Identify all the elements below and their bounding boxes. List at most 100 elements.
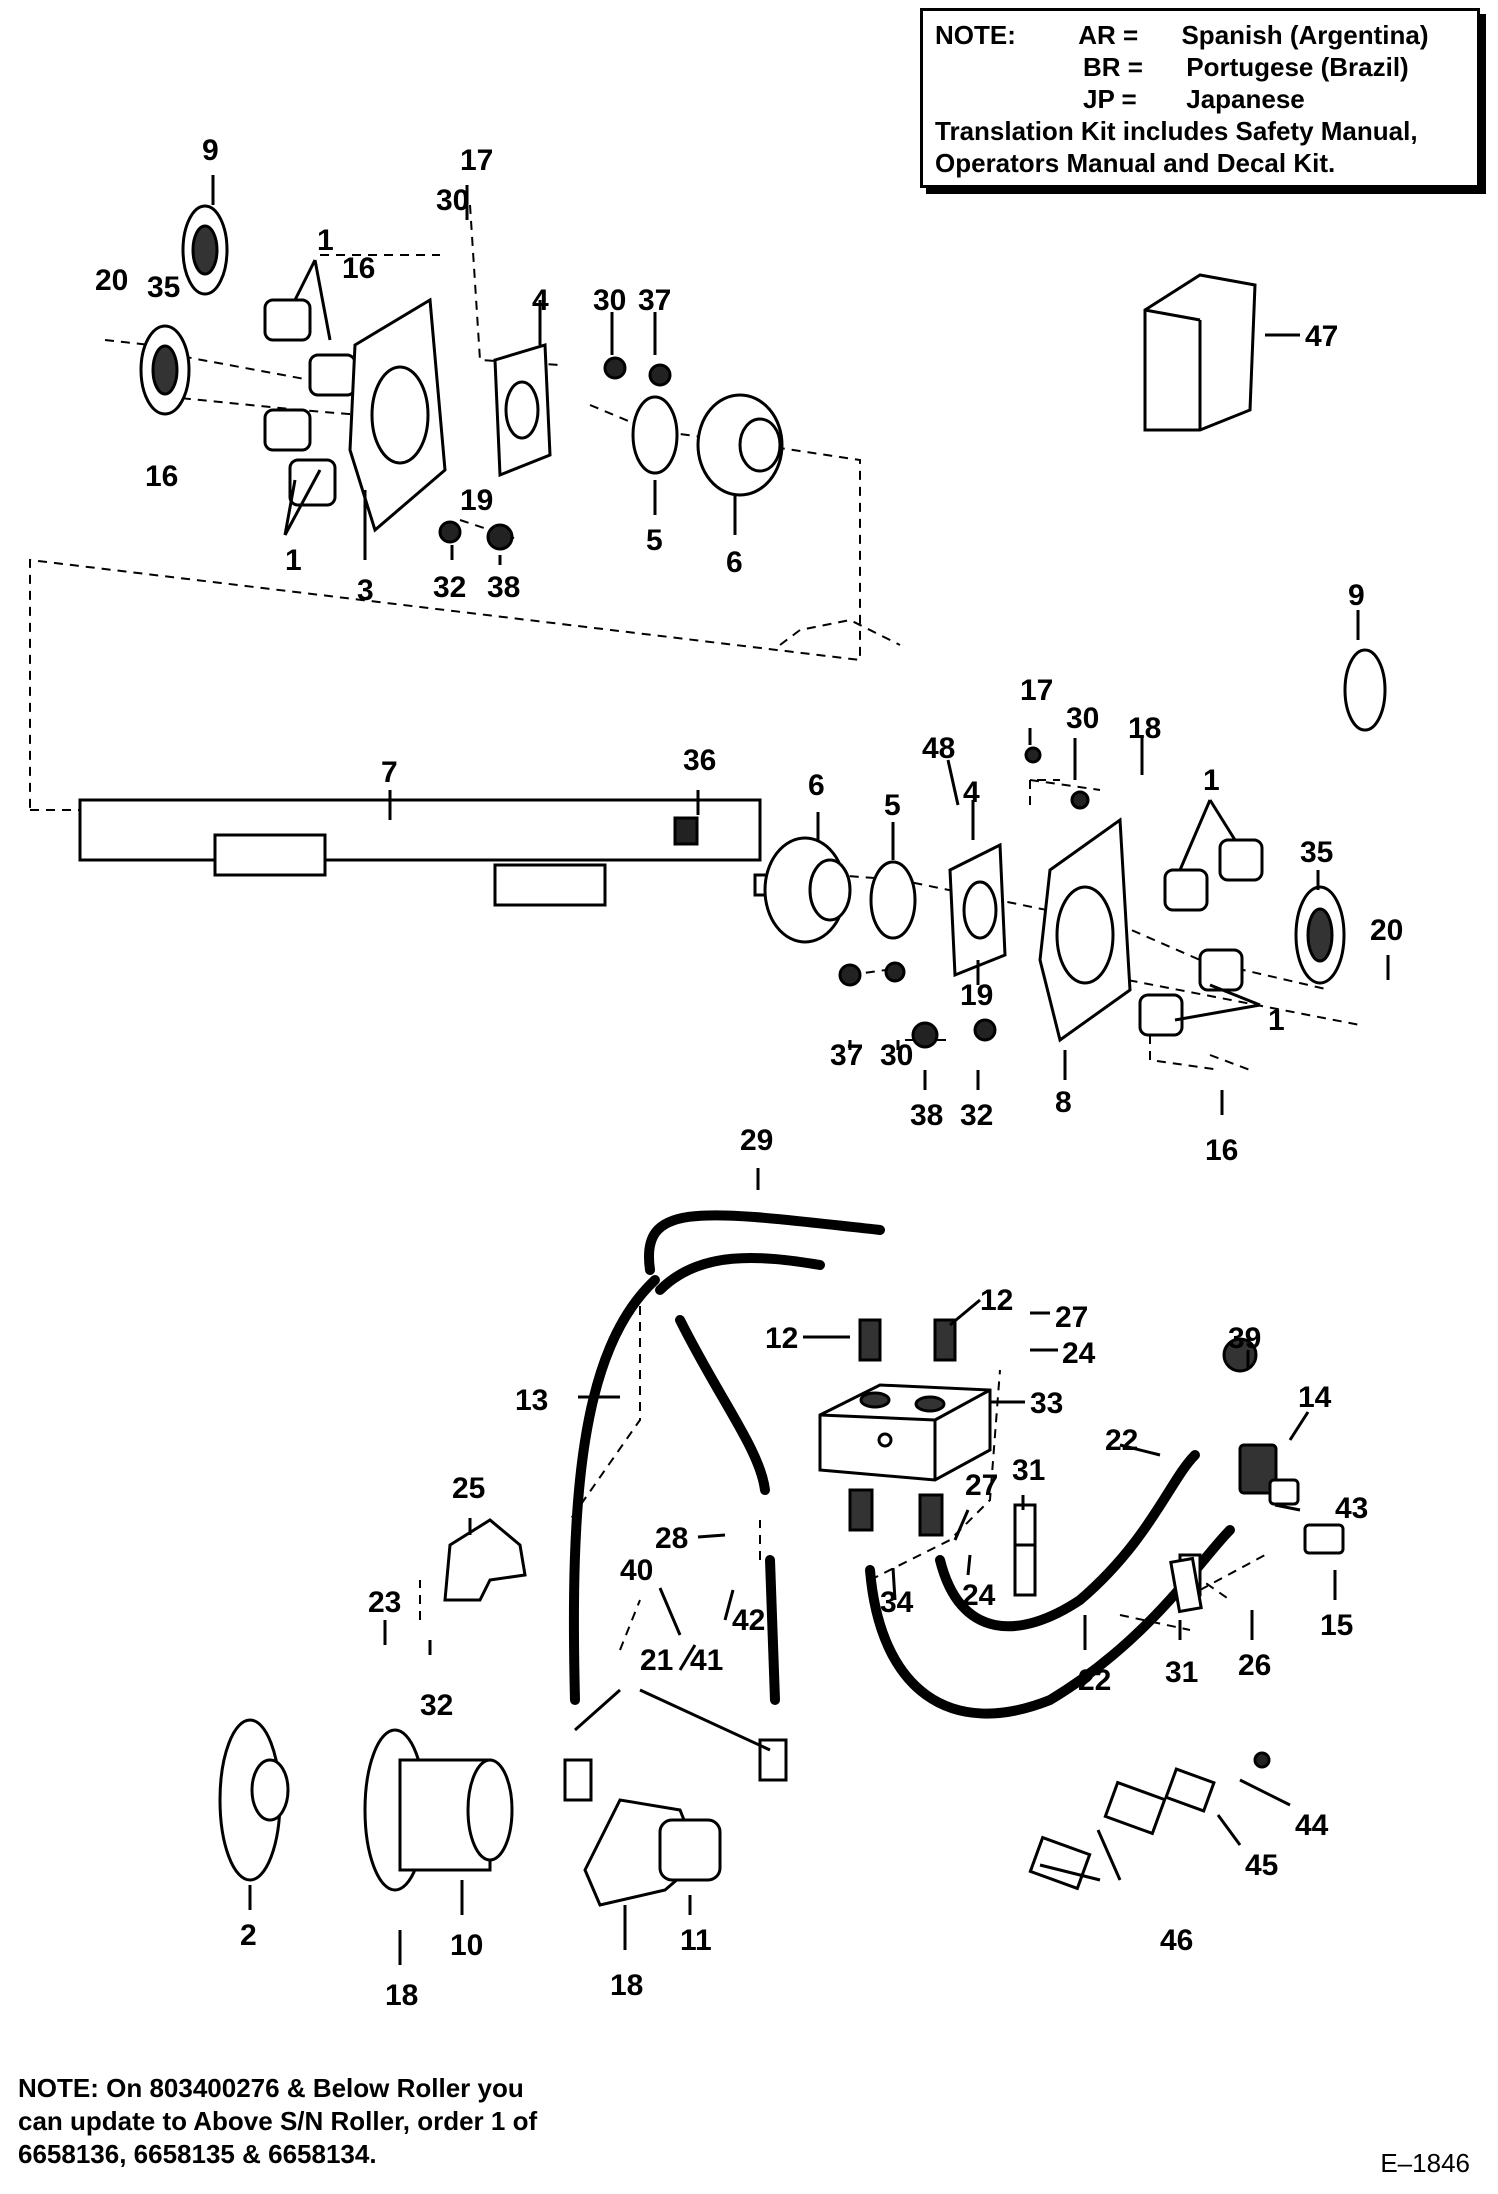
callout-22-upper: 22 [1105,1424,1138,1457]
callout-41: 41 [690,1644,723,1677]
callout-48: 48 [922,732,955,765]
bottom-note-line-3: 6658136, 6658135 & 6658134. [18,2139,377,2169]
roller-shaft-7 [78,798,777,907]
note-code-br: BR = [1083,52,1143,82]
callout-16-lower: 16 [1205,1134,1238,1167]
callout-5-lower: 5 [884,789,901,822]
note-code-ar: AR = [1078,20,1139,50]
callout-27-upper: 27 [1055,1301,1088,1334]
note-kit-line-2: Operators Manual and Decal Kit. [935,148,1336,178]
callout-18-upper: 18 [1128,712,1161,745]
callout-46: 46 [1160,1924,1193,1957]
callout-2: 2 [240,1919,257,1952]
note-kit-line-1: Translation Kit includes Safety Manual, [935,116,1418,146]
callout-1-lower-top: 1 [1203,764,1220,797]
note-lang-br: Portugese (Brazil) [1186,52,1409,82]
key-36 [673,816,699,846]
callout-21: 21 [640,1644,673,1677]
callout-34: 34 [880,1586,914,1619]
bottom-note-line-1: NOTE: On 803400276 & Below Roller you [18,2072,638,2105]
leader-lines [211,175,1390,1965]
callout-19-upper: 19 [460,484,493,517]
callout-18-right: 18 [610,1969,643,2002]
hose-22-upper [935,1450,1200,1632]
callout-10: 10 [450,1929,483,1962]
callout-36: 36 [683,744,716,777]
callout-26: 26 [1238,1649,1271,1682]
callout-20-lower: 20 [1370,914,1403,947]
serial-update-note: NOTE: On 803400276 & Below Roller you ca… [18,2072,638,2171]
callout-35-lower: 35 [1300,836,1333,869]
callout-43: 43 [1335,1492,1368,1525]
note-heading: NOTE: [935,20,1016,50]
figure-number: E–1846 [1380,2148,1470,2178]
note-code-jp: JP = [1083,84,1137,114]
callout-27-lower: 27 [965,1469,998,1502]
bottom-note-heading: NOTE: [18,2073,99,2103]
translation-kit-note: NOTE: AR = Spanish (Argentina) BR = Port… [920,8,1480,188]
callout-18-left: 18 [385,1979,418,2012]
callout-30-upper-right: 30 [593,284,626,317]
callout-17-upper: 17 [460,144,493,177]
callout-17-lower: 17 [1020,674,1053,707]
callout-38-lower: 38 [910,1099,943,1132]
note-row-ar: NOTE: AR = Spanish (Argentina) [935,19,1465,51]
callout-1-lower-bottom: 1 [1268,1004,1285,1037]
callout-37-lower: 37 [830,1039,863,1072]
bearing-5-lower [869,860,917,940]
callout-25: 25 [452,1472,485,1505]
callout-23: 23 [368,1586,401,1619]
callout-1-upper-top: 1 [317,224,334,257]
callout-45: 45 [1245,1849,1278,1882]
callout-30-lower-top: 30 [1066,702,1099,735]
note-lang-ar: Spanish (Argentina) [1181,20,1429,50]
callout-33: 33 [1030,1387,1063,1420]
callout-31-upper: 31 [1012,1454,1045,1487]
callout-7: 7 [381,756,398,789]
note-lang-jp: Japanese [1186,84,1305,114]
callout-32-upper: 32 [433,571,466,604]
callout-1-upper-bottom: 1 [285,544,302,577]
callout-12-right: 12 [980,1284,1013,1317]
callout-31-lower: 31 [1165,1656,1198,1689]
callout-32-mid: 32 [420,1689,453,1722]
callout-6-upper: 6 [726,546,743,579]
motor-mount-10 [363,1728,514,1892]
callout-8: 8 [1055,1086,1072,1119]
note-row-br: BR = Portugese (Brazil) [935,51,1465,83]
hose-13 [568,1275,660,1705]
callout-24-upper: 24 [1062,1337,1096,1370]
callout-44: 44 [1295,1809,1329,1842]
callout-4-lower: 4 [963,776,980,809]
bearing-5-upper [631,395,679,475]
callout-12-left: 12 [765,1322,798,1355]
callout-6-lower: 6 [808,769,825,802]
callout-38-upper: 38 [487,571,520,604]
callout-16-upper-bottom: 16 [145,460,178,493]
callout-29: 29 [740,1124,773,1157]
callout-9-upper: 9 [202,134,219,167]
callout-numbers: 9 17 30 20 35 1 16 4 30 37 47 16 19 1 3 … [95,134,1403,2012]
bracket-25 [443,1518,527,1602]
callout-20-upper: 20 [95,264,128,297]
callout-28: 28 [655,1522,688,1555]
callout-30-upper-left: 30 [436,184,469,217]
callout-35-upper: 35 [147,271,180,304]
callout-15: 15 [1320,1609,1353,1642]
callout-9-lower: 9 [1348,579,1365,612]
callout-39: 39 [1228,1322,1261,1355]
valve-block-33 [818,1383,992,1482]
callout-19-lower: 19 [960,979,993,1012]
hydraulic-components [218,1318,1345,1907]
callout-5-upper: 5 [646,524,663,557]
callout-22-lower: 22 [1078,1664,1111,1697]
part-drawings [78,204,1387,1049]
hose-29 [643,1210,885,1275]
callout-24-lower: 24 [962,1579,996,1612]
callout-11: 11 [680,1924,712,1957]
callout-42: 42 [732,1604,765,1637]
callout-47: 47 [1305,320,1338,353]
bottom-note-line-2: can update to Above S/N Roller, order 1 … [18,2106,538,2136]
